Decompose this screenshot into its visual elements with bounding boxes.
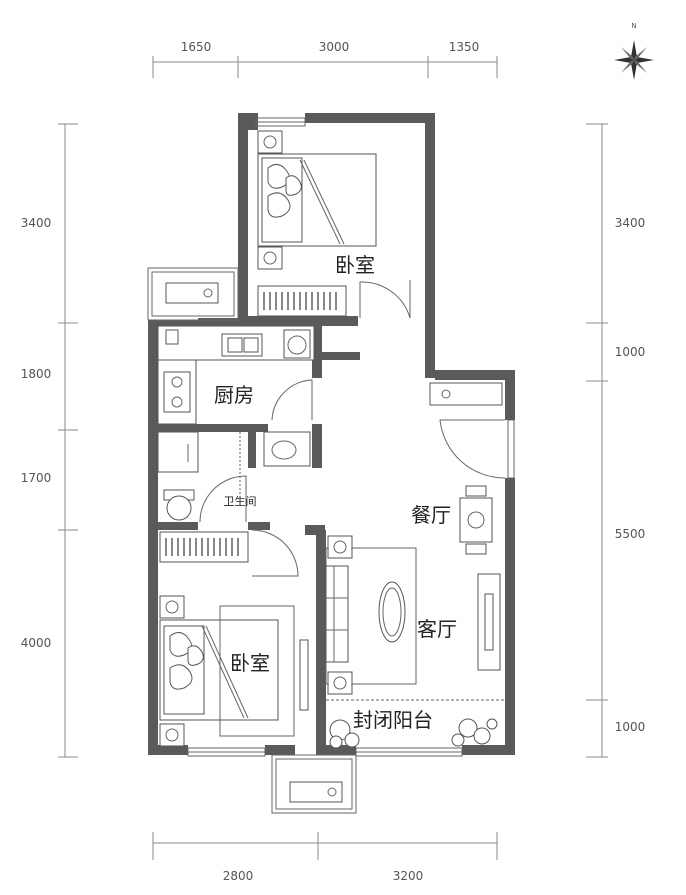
dimension-right: 3400 1000 5500 1000	[586, 123, 646, 758]
kitchen-counter	[157, 325, 315, 425]
dimension-left: 3400 1800 1700 4000	[21, 123, 78, 758]
room-label-bedroom-bottom: 卧室	[230, 651, 270, 675]
door-kitchen	[271, 379, 313, 421]
nightstand-top-1	[257, 130, 283, 154]
dim-right-4: 1000	[615, 720, 646, 734]
nightstand-bottom-1	[159, 595, 185, 619]
nightstand-top-2	[257, 246, 283, 270]
sofa-set	[325, 535, 417, 695]
compass-north-label: N	[631, 22, 636, 30]
dim-left-3: 1700	[21, 471, 52, 485]
dimension-top: 1650 3000 1350	[152, 40, 498, 78]
room-label-dining: 餐厅	[411, 503, 451, 527]
door-bedroom-bottom	[251, 529, 299, 577]
ac-platform-top	[147, 267, 239, 321]
compass-icon: N	[614, 22, 654, 80]
room-label-bedroom-top: 卧室	[335, 253, 375, 277]
dim-left-4: 4000	[21, 636, 52, 650]
wardrobe-bottom	[159, 531, 249, 563]
balcony-plants	[329, 718, 498, 749]
nightstand-bottom-2	[159, 723, 185, 747]
dimension-bottom: 2800 3200	[152, 832, 498, 883]
entry-cabinet	[429, 382, 503, 406]
windows	[187, 117, 515, 757]
dim-left-2: 1800	[21, 367, 52, 381]
door-entrance	[439, 419, 506, 479]
dim-bottom-1: 2800	[223, 869, 254, 883]
dim-top-3: 1350	[449, 40, 480, 54]
door-bedroom-top	[359, 281, 411, 319]
bathroom-fixtures	[157, 431, 311, 521]
tv-cabinet-bedroom	[299, 639, 309, 711]
room-label-balcony: 封闭阳台	[353, 708, 433, 732]
dim-left-1: 3400	[21, 216, 52, 230]
bed-bottom	[159, 605, 295, 737]
dim-right-1: 3400	[615, 216, 646, 230]
dining-table	[459, 485, 493, 555]
dim-right-2: 1000	[615, 345, 646, 359]
dim-top-1: 1650	[181, 40, 212, 54]
room-label-kitchen: 厨房	[214, 383, 254, 407]
room-label-living: 客厅	[417, 617, 457, 641]
dim-bottom-2: 3200	[393, 869, 424, 883]
door-bathroom	[199, 475, 247, 523]
ac-platform-bottom	[271, 754, 357, 814]
tv-stand	[477, 573, 501, 671]
dim-top-2: 3000	[319, 40, 350, 54]
room-label-bathroom: 卫生间	[224, 494, 257, 508]
wardrobe-top	[257, 285, 347, 317]
dim-right-3: 5500	[615, 527, 646, 541]
bed-top	[257, 153, 377, 247]
walls	[148, 113, 515, 755]
